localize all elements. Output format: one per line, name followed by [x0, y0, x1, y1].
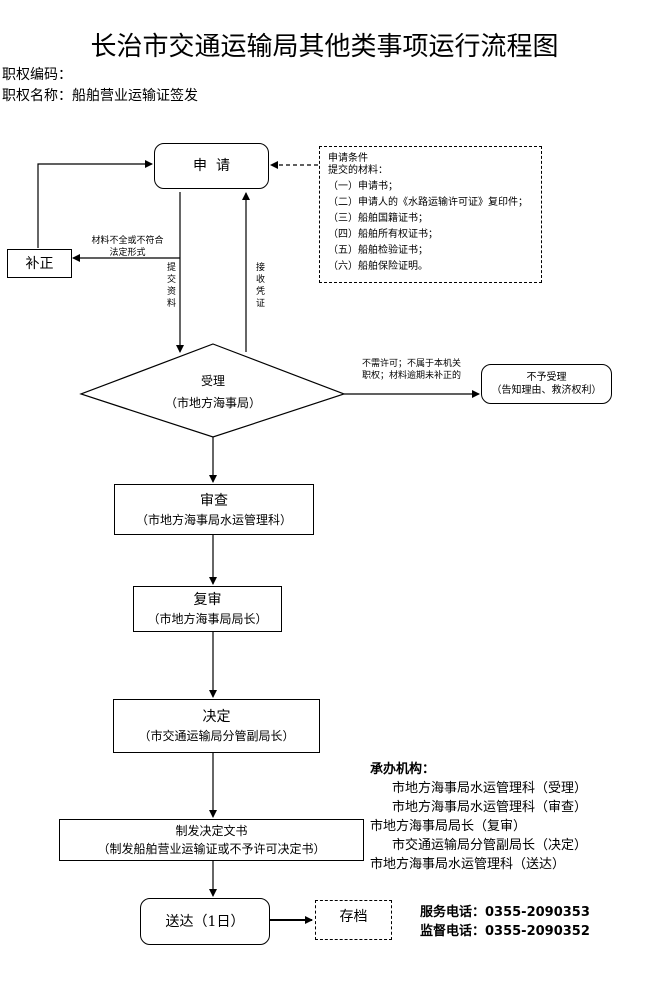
decide-org: （市交通运输局分管副局长）	[138, 729, 295, 743]
authority-name-row: 职权名称：船舶营业运输证签发	[2, 85, 198, 105]
agency-line: 市地方海事局局长（复审）	[370, 819, 527, 834]
accept-node: 受理 （市地方海事局）	[140, 372, 286, 412]
deliver-label: 送达（1日）	[165, 913, 245, 930]
decide-title: 决定	[202, 709, 231, 725]
materials-heading: 提交的材料：	[328, 165, 388, 176]
page-title: 长治市交通运输局其他类事项运行流程图	[90, 32, 559, 62]
agency-line: 市交通运输局分管副局长（决定）	[392, 838, 588, 853]
conditions-box: 申请条件 提交的材料： （一）申请书； （二）申请人的《水路运输许可证》复印件；…	[319, 146, 542, 283]
submit-label: 提交资料	[165, 262, 175, 310]
accept-title: 受理	[200, 374, 225, 388]
archive-label: 存档	[339, 909, 368, 925]
condition-item: （四）船舶所有权证书；	[328, 229, 438, 240]
recheck-org: （市地方海事局局长）	[147, 612, 268, 626]
supplement-to-apply-arrow	[37, 160, 153, 248]
agency-block: 承办机构： 市地方海事局水运管理科（受理） 市地方海事局水运管理科（审查） 市地…	[370, 760, 587, 874]
condition-item: （五）船舶检验证书；	[328, 245, 428, 256]
service-phone: 服务电话：0355-2090353	[420, 905, 590, 920]
agency-heading: 承办机构：	[370, 762, 436, 777]
agency-line: 市地方海事局水运管理科（受理）	[392, 781, 588, 796]
decide-node: 决定 （市交通运输局分管副局长）	[113, 699, 320, 753]
deliver-node: 送达（1日）	[140, 898, 270, 945]
condition-item: （二）申请人的《水路运输许可证》复印件；	[328, 197, 528, 208]
condition-item: （六）船舶保险证明。	[328, 261, 428, 272]
authority-name-label: 职权名称：	[2, 88, 72, 104]
reject-condition-label: 不需许可；不属于本机关 职权；材料逾期未补正的	[362, 359, 462, 381]
supplement-node: 补正	[7, 249, 72, 278]
issue-node: 制发决定文书 （制发船舶营业运输证或不予许可决定书）	[59, 819, 364, 861]
recheck-title: 复审	[193, 592, 222, 608]
agency-line: 市地方海事局水运管理科（送达）	[370, 857, 566, 872]
apply-label: 申 请	[193, 158, 230, 174]
accept-org: （市地方海事局）	[164, 396, 261, 410]
conditions-heading: 申请条件	[328, 153, 368, 164]
review-node: 审查 （市地方海事局水运管理科）	[114, 484, 314, 535]
condition-item: （一）申请书；	[328, 181, 398, 192]
reject-note: （告知理由、救济权利）	[491, 385, 602, 396]
apply-node: 申 请	[154, 143, 269, 189]
issue-title: 制发决定文书	[175, 824, 248, 838]
authority-name-value: 船舶营业运输证签发	[72, 88, 198, 104]
condition-item: （三）船舶国籍证书；	[328, 213, 428, 224]
incomplete-label: 材料不全或不符合 法定形式	[91, 236, 164, 258]
reject-node: 不予受理 （告知理由、救济权利）	[481, 364, 612, 404]
review-title: 审查	[200, 492, 228, 509]
receipt-label: 接收凭证	[254, 262, 264, 310]
accept-diamond	[79, 343, 346, 438]
issue-note: （制发船舶营业运输证或不予许可决定书）	[97, 842, 326, 856]
agency-line: 市地方海事局水运管理科（审查）	[392, 800, 588, 815]
supervise-phone: 监督电话：0355-2090352	[420, 924, 590, 939]
reject-title: 不予受理	[526, 372, 567, 383]
archive-node: 存档	[315, 900, 392, 940]
review-org: （市地方海事局水运管理科）	[135, 512, 292, 527]
authority-code-label: 职权编码：	[2, 67, 72, 83]
supplement-label: 补正	[25, 255, 54, 272]
recheck-node: 复审 （市地方海事局局长）	[133, 586, 282, 632]
